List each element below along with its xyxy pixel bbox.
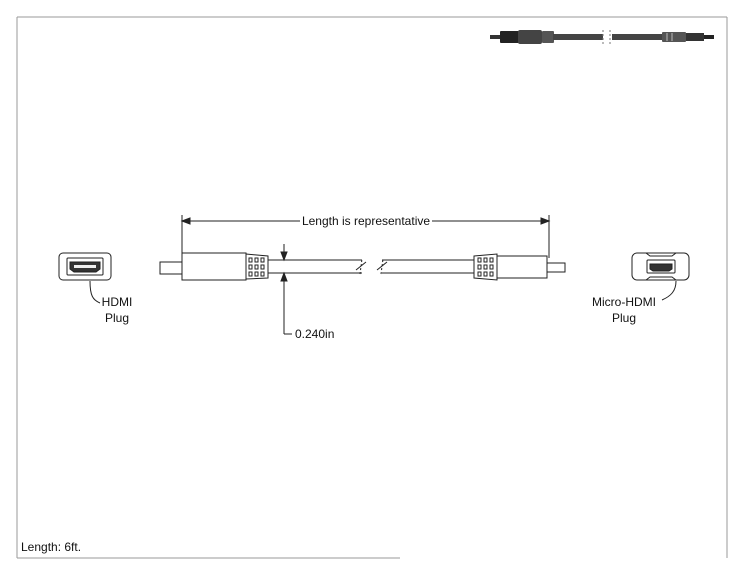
length-note: Length: 6ft.	[21, 540, 81, 554]
drawing-frame	[16, 16, 728, 559]
hdmi-label-leader	[89, 280, 101, 304]
micro-hdmi-label-leader	[661, 280, 677, 301]
diameter-label: 0.240in	[295, 327, 334, 341]
micro-hdmi-label-line2: Plug	[612, 311, 636, 325]
micro-hdmi-label-line1: Micro-HDMI	[592, 295, 656, 309]
hdmi-label-line2: Plug	[105, 311, 129, 325]
diameter-dimension	[276, 244, 292, 335]
micro-hdmi-plug-end-view-icon	[631, 252, 690, 281]
hdmi-label-line1: HDMI	[102, 295, 133, 309]
cable-side-view	[159, 252, 566, 281]
length-dimension-label: Length is representative	[302, 214, 430, 228]
length-dimension	[180, 215, 551, 258]
cable-thumbnail-icon	[490, 30, 714, 44]
hdmi-plug-end-view-icon	[58, 252, 112, 281]
